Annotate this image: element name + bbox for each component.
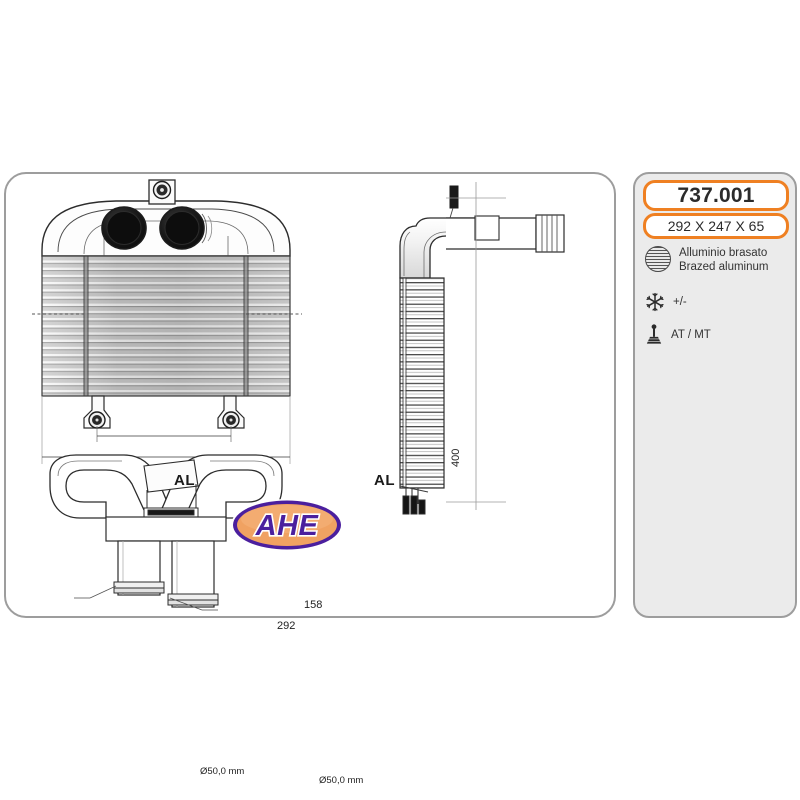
snowflake-icon [646,292,664,312]
al-marker-left: AL [174,472,195,489]
outlet-pipe-left [113,540,165,596]
material-label-en: Brazed aluminum [679,260,769,273]
brazed-aluminum-core-icon [645,246,671,272]
port-diameter-label-left: Ø50,0 mm [200,766,245,777]
specification-panel: 737.001 292 X 247 X 65 Alluminio brasato… [633,172,797,618]
gear-shift-icon [646,324,662,344]
dimension-overall-width: 292 [274,620,299,632]
material-spec-row: Alluminio brasato Brazed aluminum [645,246,768,274]
top-view [49,454,283,611]
material-label-it: Alluminio brasato [679,247,768,259]
al-marker-right: AL [374,472,395,489]
material-spec-text: Alluminio brasato Brazed aluminum [679,246,768,274]
dimension-overall-height: 400 [450,445,462,470]
technical-drawing [32,179,565,611]
refrigerant-spec-row: +/- [645,292,687,312]
side-view [399,182,565,515]
refrigerant-value: +/- [673,295,687,308]
technical-drawing-card: AL AL AHE 158 292 400 Ø50,0 mm Ø50,0 mm [4,172,616,786]
transmission-value: AT / MT [671,328,711,341]
inlet-port-left [101,206,147,250]
dimension-mounting-width: 158 [301,599,326,611]
inlet-port-right [159,206,213,250]
part-number-box: 737.001 [643,180,789,211]
dimensions-box: 292 X 247 X 65 [643,213,789,239]
transmission-spec-row: AT / MT [645,324,711,346]
front-view [32,179,302,464]
port-diameter-label-right: Ø50,0 mm [319,775,364,786]
outlet-pipe-right [167,540,219,608]
